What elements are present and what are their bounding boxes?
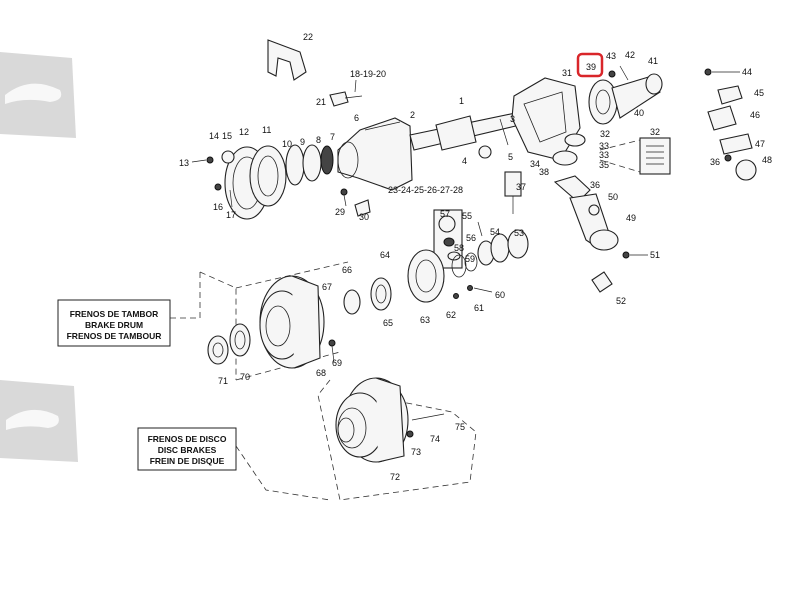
part-label: 10 [282, 139, 292, 149]
part-label: 18-19-20 [350, 69, 386, 79]
caption-disc-line2: DISC BRAKES [158, 445, 217, 455]
drum-brake-group [170, 261, 349, 381]
part-label: 33 [599, 150, 609, 160]
part-label: 53 [514, 228, 524, 238]
part-label: 31 [562, 68, 572, 78]
part-label: 48 [762, 155, 772, 165]
part-label: 73 [411, 447, 421, 457]
part-label: 22 [303, 32, 313, 42]
part-label: 1 [459, 96, 464, 106]
part-label: 43 [606, 51, 616, 61]
caption-drum-line1: FRENOS DE TAMBOR [70, 309, 159, 319]
part-label: 15 [222, 131, 232, 141]
caption-disc-line1: FRENOS DE DISCO [148, 434, 227, 444]
part-label: 41 [648, 56, 658, 66]
part-label: 47 [755, 139, 765, 149]
part-label: 4 [462, 156, 467, 166]
part-label: 59 [465, 254, 475, 264]
caption-disc: FRENOS DE DISCO DISC BRAKES FREIN DE DIS… [137, 427, 237, 471]
part-label: 61 [474, 303, 484, 313]
part-label: 29 [335, 207, 345, 217]
part-label: 33 [599, 141, 609, 151]
part-label: 5 [508, 152, 513, 162]
part-label: 66 [342, 265, 352, 275]
part-label: 13 [179, 158, 189, 168]
part-label: 65 [383, 318, 393, 328]
caption-drum-line2: BRAKE DRUM [85, 320, 143, 330]
part-label: 72 [390, 472, 400, 482]
part-label: 49 [626, 213, 636, 223]
part-label: 64 [380, 250, 390, 260]
part-label: 8 [316, 135, 321, 145]
part-label: 6 [354, 113, 359, 123]
part-label: 3 [510, 114, 515, 124]
part-label: 16 [213, 202, 223, 212]
part-label: 54 [490, 227, 500, 237]
part-label: 14 [209, 131, 219, 141]
part-label: 39 [586, 62, 596, 72]
part-label: 36 [590, 180, 600, 190]
part-label: 68 [316, 368, 326, 378]
part-label: 17 [226, 210, 236, 220]
part-label: 63 [420, 315, 430, 325]
part-label: 74 [430, 434, 440, 444]
scan-smudges [0, 52, 78, 462]
part-label: 36 [710, 157, 720, 167]
part-label: 35 [599, 160, 609, 170]
hub-parts-middle [343, 209, 529, 315]
part-label: 58 [454, 243, 464, 253]
part-label: 32 [650, 127, 660, 137]
part-label: 69 [332, 358, 342, 368]
part-labels: 1 2 3 4 5 6 7 8 9 10 11 12 13 14 15 16 1… [179, 32, 772, 482]
part-label: 38 [539, 167, 549, 177]
part-label: 62 [446, 310, 456, 320]
part-label: 32 [600, 129, 610, 139]
part-label: 9 [300, 137, 305, 147]
part-label: 2 [410, 110, 415, 120]
part-label: 12 [239, 127, 249, 137]
disc-brake-group [235, 377, 477, 501]
part-label: 34 [530, 159, 540, 169]
caption-drum-line3: FRENOS DE TAMBOUR [67, 331, 162, 341]
part-label: 56 [466, 233, 476, 243]
part-label: 51 [650, 250, 660, 260]
part-label: 57 [440, 209, 450, 219]
part-label: 21 [316, 97, 326, 107]
part-label: 30 [359, 212, 369, 222]
part-label: 50 [608, 192, 618, 202]
part-label: 23-24-25-26-27-28 [388, 185, 463, 195]
highlight-box [576, 52, 604, 78]
caption-drum: FRENOS DE TAMBOR BRAKE DRUM FRENOS DE TA… [57, 299, 171, 347]
part-label: 71 [218, 376, 228, 386]
part-label: 75 [455, 422, 465, 432]
part-label: 70 [240, 372, 250, 382]
caption-disc-line3: FREIN DE DISQUE [150, 456, 225, 466]
part-label: 46 [750, 110, 760, 120]
part-label: 67 [322, 282, 332, 292]
part-label: 42 [625, 50, 635, 60]
part-label: 44 [742, 67, 752, 77]
part-label: 60 [495, 290, 505, 300]
part-label: 11 [262, 125, 271, 135]
part-label: 45 [754, 88, 764, 98]
axle-assembly-top [191, 39, 757, 293]
part-label: 7 [330, 132, 335, 142]
part-label: 52 [616, 296, 626, 306]
part-label: 40 [634, 108, 644, 118]
part-label: 55 [462, 211, 472, 221]
part-label: 37 [516, 182, 526, 192]
